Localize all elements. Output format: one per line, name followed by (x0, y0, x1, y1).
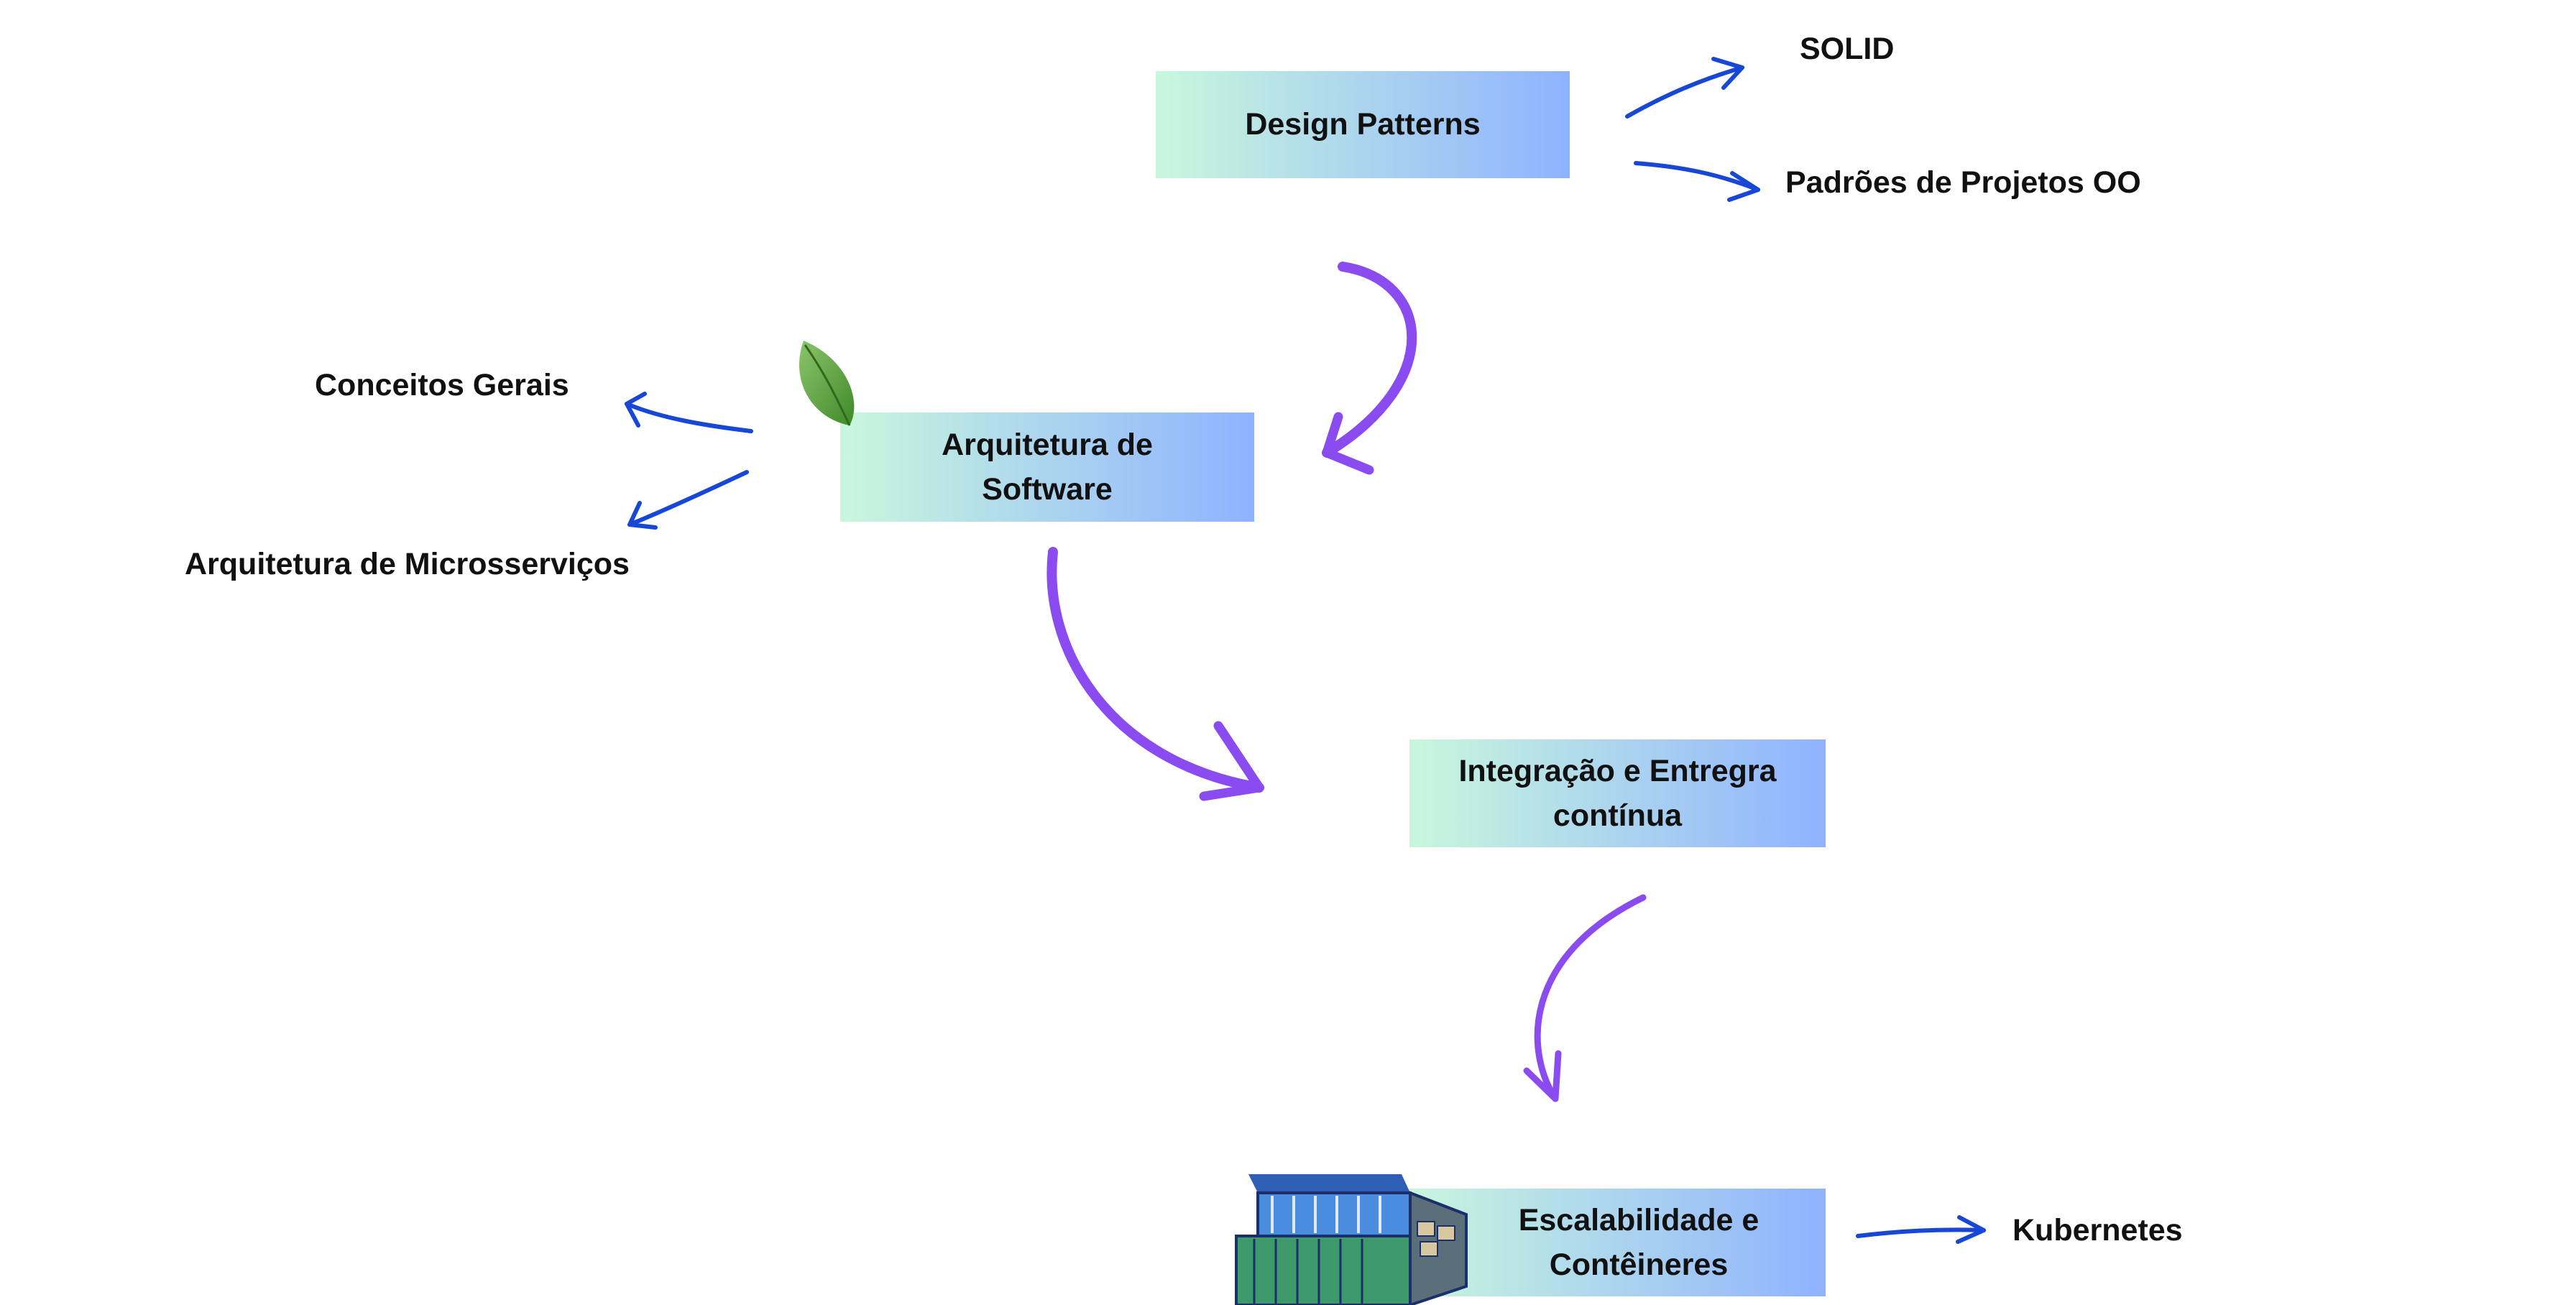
flow-arrow-1 (1322, 262, 1417, 475)
flow-arrow-3 (1523, 894, 1647, 1102)
label-arquitetura-microsservicos: Arquitetura de Microsserviços (185, 547, 630, 581)
branch-arrow-microsservicos (627, 470, 749, 530)
node-arquitetura-software: Arquitetura de Software (840, 412, 1254, 522)
branch-arrow-solid (1625, 57, 1744, 119)
label-solid: SOLID (1800, 32, 1895, 66)
label-kubernetes: Kubernetes (2012, 1213, 2183, 1248)
flow-arrow-2 (1046, 547, 1264, 801)
label-conceitos-gerais: Conceitos Gerais (315, 368, 569, 402)
container-icon (1235, 1174, 1468, 1305)
node-label-design-patterns: Design Patterns (1245, 107, 1481, 142)
node-label-integracao: Integração e Entregra contínua (1458, 753, 1777, 833)
label-padroes-oo: Padrões de Projetos OO (1785, 165, 2141, 200)
leaf-icon (799, 341, 855, 426)
node-escalabilidade: Escalabilidade e Contêineres (1452, 1189, 1826, 1296)
node-box-design-patterns (1156, 71, 1570, 178)
node-label-arquitetura-software: Arquitetura de Software (942, 427, 1153, 507)
node-box-escalabilidade (1403, 1189, 1826, 1296)
branch-arrow-kubernetes (1856, 1215, 1986, 1244)
node-box-arquitetura-software (840, 412, 1254, 522)
branch-arrow-conceitos (625, 392, 753, 433)
node-design-patterns: Design Patterns (1156, 71, 1570, 178)
node-box-integracao (1409, 739, 1826, 847)
node-label-escalabilidade: Escalabilidade e Contêineres (1518, 1202, 1760, 1282)
branch-arrow-padroes (1634, 161, 1760, 202)
node-integracao: Integração e Entregra contínua (1409, 739, 1826, 847)
